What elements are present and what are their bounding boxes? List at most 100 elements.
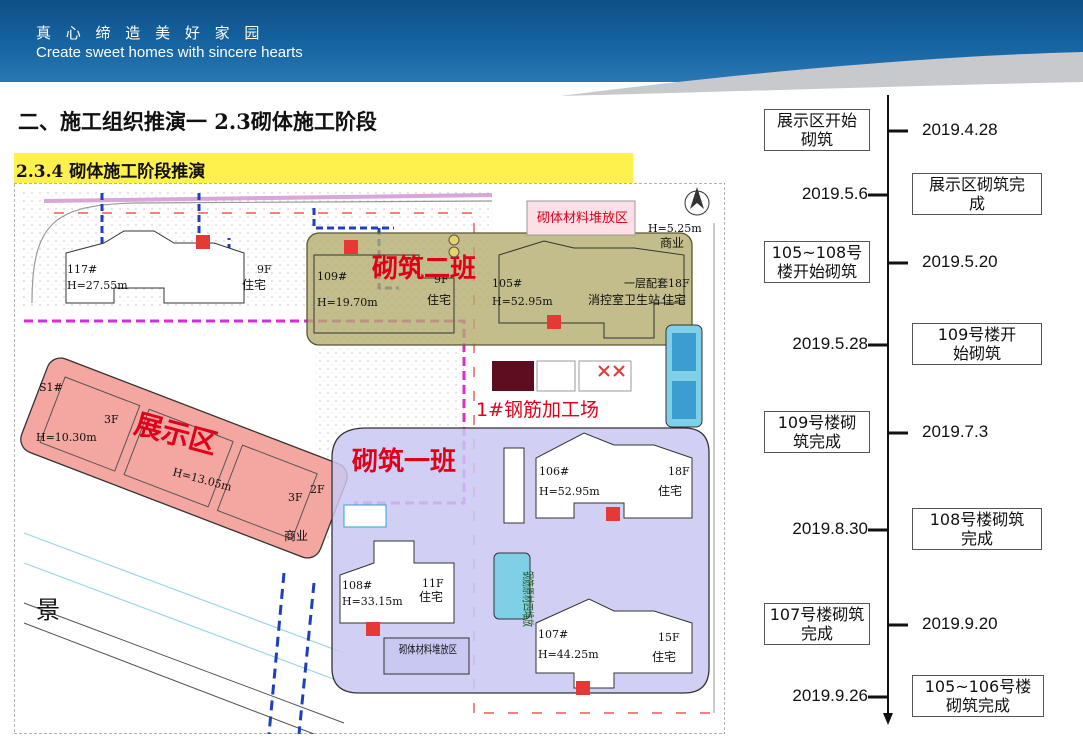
building-117-floors: 9F (257, 263, 272, 276)
header-swoosh (0, 52, 1083, 110)
timeline-event-date: 2019.4.28 (922, 120, 998, 139)
timeline-event-label-line1: 109号楼砌 (777, 413, 857, 432)
timeline-event-label-line1: 展示区砌筑完 (928, 175, 1025, 194)
timeline-event-label-line2: 筑完成 (792, 432, 841, 451)
timeline-arrow-icon (883, 713, 893, 725)
timeline-event-box: 109号楼开始砌筑 (912, 323, 1042, 365)
north-arrow-icon (684, 187, 710, 216)
timeline-event-label-line2: 成 (968, 194, 985, 213)
timeline-event-date: 2019.9.20 (922, 614, 998, 633)
building-s1c-floors2: 2F (310, 483, 325, 496)
building-107-floors: 15F (658, 631, 680, 644)
zone-team2-label: 砌筑二班 (372, 253, 476, 284)
building-117: 117# H=27.55m 9F 住宅 (65, 230, 272, 304)
building-107: 107# H=44.25m 15F 住宅 (535, 598, 693, 695)
building-108: 108# H=33.15m 11F 住宅 (339, 540, 455, 636)
building-108-use: 住宅 (419, 589, 443, 604)
building-109-floors: 9F (434, 273, 449, 286)
water-pipe-5 (312, 208, 394, 230)
building-107-id: 107# (538, 628, 568, 641)
timeline-event-box: 109号楼砌筑完成 (764, 411, 870, 453)
timeline-event-label-line1: 108号楼砌筑 (929, 510, 1025, 529)
road-north (31, 200, 493, 304)
building-s1-floors: 3F (104, 413, 119, 426)
material-area-top (526, 200, 636, 236)
road-north-band (43, 193, 493, 203)
tower-crane-icon-4 (606, 507, 620, 521)
timeline-event-label-line1: 109号楼开 (937, 325, 1017, 344)
building-105-extra2: 消控室卫生站 (588, 292, 660, 307)
timeline-event-label-line2: 楼开始砌筑 (776, 262, 857, 281)
timeline-event-date: 2019.7.3 (922, 422, 989, 441)
building-106-floors: 18F (668, 465, 690, 478)
road-edge-3 (23, 602, 345, 724)
east-storage-inner-2 (672, 381, 696, 419)
timeline-event-date: 2019.5.20 (922, 252, 998, 271)
building-s1-id: S1# (39, 381, 63, 394)
material-area-bottom (383, 637, 470, 675)
timeline-event-box: 展示区砌筑完成 (912, 173, 1042, 215)
building-107-height: H=44.25m (538, 648, 599, 661)
section-title: 2.3.4 砌体施工阶段推演 (16, 162, 206, 182)
tower-crane-icon-5 (366, 622, 380, 636)
building-s1-height: H=10.30m (36, 431, 97, 444)
building-117-use: 住宅 (242, 277, 266, 292)
timeline-event-label-line2: 完成 (960, 529, 993, 548)
tower-crane-icon-6 (576, 681, 590, 695)
timeline-event-date: 2019.9.26 (792, 686, 868, 705)
building-108-floors: 11F (422, 577, 444, 590)
water-pipe-1 (267, 572, 286, 734)
building-s1c-floors: 3F (288, 491, 303, 504)
side-storage-label: 钢筋原材四堆放 (521, 571, 536, 627)
building-117-height: H=27.55m (67, 279, 128, 292)
zone-team1-label: 砌筑一班 (352, 446, 456, 477)
timeline-event-label-line2: 砌筑 (800, 130, 833, 149)
rebar-yard-label: 1#钢筋加工场 (476, 399, 599, 421)
page-title: 二、施工组织推演一 2.3砌体施工阶段 (18, 109, 377, 134)
material-area-bottom-label-1: 砌体材料堆放区 (399, 642, 457, 656)
building-109-use: 住宅 (427, 292, 451, 307)
site-office (343, 504, 387, 528)
timeline-axis (868, 95, 908, 725)
timeline-event-label-line1: 105~106号楼 (924, 677, 1032, 696)
building-105-id: 105# (492, 277, 522, 290)
building-105: 105# H=52.95m 一层配套 18F 消控室卫生站 住宅 (492, 240, 690, 339)
building-105-use: 住宅 (662, 292, 686, 307)
building-109: 109# H=19.70m 9F 住宅 (313, 240, 455, 334)
building-108-height: H=33.15m (342, 595, 403, 608)
timeline-event-label-line2: 砌筑完成 (945, 696, 1010, 715)
building-107-use: 住宅 (652, 649, 676, 664)
tower-crane-icon-2 (344, 240, 358, 254)
building-105-height: H=52.95m (492, 295, 553, 308)
timeline-event-label-line2: 始砌筑 (952, 344, 1001, 363)
timeline-event-box: 108号楼砌筑完成 (912, 508, 1042, 550)
timeline-event-date: 2019.8.30 (792, 519, 868, 538)
road-edge-4 (23, 622, 315, 734)
tower-crane-icon-3 (547, 315, 561, 329)
storage-strip (503, 447, 525, 524)
shop-height: H=5.25m (648, 222, 702, 235)
building-s1c-use: 商业 (284, 528, 308, 543)
material-area-top-label: 砌体材料堆放区 (537, 211, 628, 226)
building-108-id: 108# (342, 579, 372, 592)
timeline-event-box: 展示区开始砌筑 (764, 109, 870, 151)
building-105-extra: 一层配套 (624, 277, 668, 290)
shop-use: 商业 (660, 235, 684, 250)
rebar-yard (492, 360, 632, 392)
road-edge-2 (23, 562, 345, 684)
timeline: 展示区开始砌筑 2019.4.28 展示区砌筑完成 2019.5.6 105~108号楼… (740, 95, 1083, 750)
building-109-id: 109# (317, 270, 347, 283)
timeline-event-date: 2019.5.6 (801, 184, 868, 203)
section-title-bar (14, 153, 633, 183)
building-117-id: 117# (67, 263, 97, 276)
timeline-event-date: 2019.5.28 (792, 334, 868, 353)
marker-circle-2 (448, 246, 460, 258)
timeline-event-box: 105~108号楼开始砌筑 (764, 241, 870, 283)
timeline-event-label-line1: 105~108号 (771, 243, 863, 262)
building-105-floors: 18F (668, 277, 690, 290)
side-storage (493, 552, 531, 620)
water-pipe-2 (297, 582, 316, 734)
building-109-height: H=19.70m (317, 296, 378, 309)
road-sign-label: 景 (36, 596, 60, 624)
site-plan: 117# H=27.55m 9F 住宅 109# H=19.70m 9F 住宅 … (14, 183, 725, 734)
